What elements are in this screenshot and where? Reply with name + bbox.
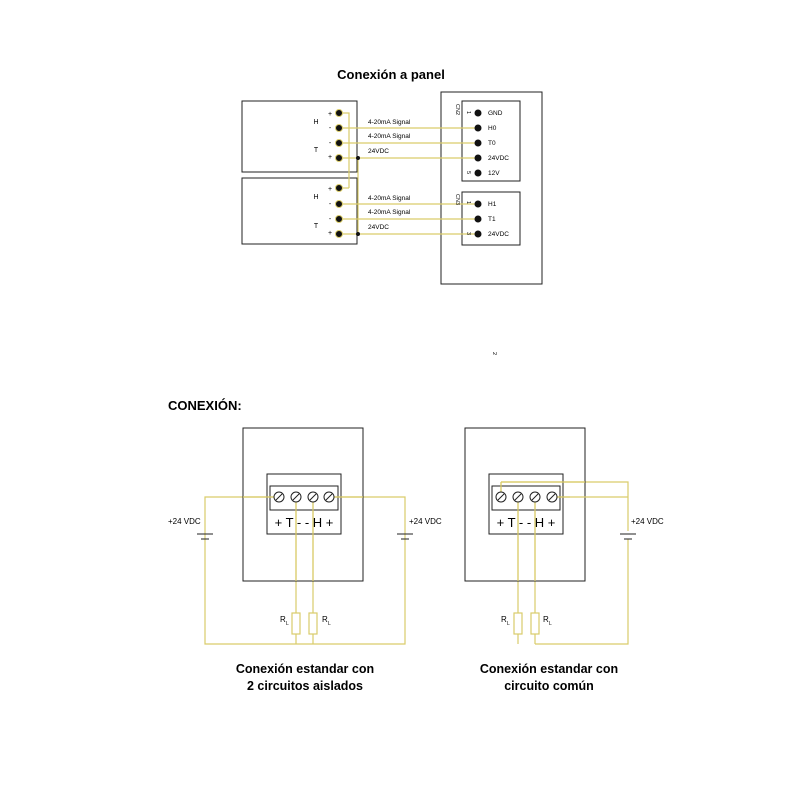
cn2-terminals [474, 109, 482, 177]
right-housing [464, 427, 586, 582]
left-housing [242, 427, 364, 582]
svg-text:-: - [329, 216, 332, 223]
connection-heading: CONEXIÓN: [168, 398, 242, 413]
left-resistor-2: R [322, 615, 328, 624]
sensor2-pin-minus-1: - [329, 201, 332, 208]
panel-title: Conexión a panel [337, 67, 445, 82]
cn2-number-1: 1 [465, 111, 471, 114]
cn2-label: CN2 [454, 104, 460, 115]
sensor2-pin-t: T [314, 223, 319, 230]
right-caption-line2: circuito común [504, 679, 594, 693]
cn3-terminals [474, 200, 482, 238]
sensor1-pin-labels: H - T + + - [313, 111, 332, 161]
junction-dot-1 [356, 156, 360, 160]
sensor1-pin-minus-1: - [329, 125, 332, 132]
left-caption-line1: Conexión estandar con [236, 662, 374, 676]
cn2-number-5: 5 [465, 171, 471, 174]
sensor-terminals [335, 109, 343, 238]
signal-label-5: 4-20mA Signal [368, 209, 411, 216]
sensor2-pin-h: H [313, 194, 318, 201]
sensor-box-1 [241, 100, 358, 173]
left-caption-line2: 2 circuitos aislados [247, 679, 363, 693]
cn2-pin-gnd: GND [488, 110, 503, 117]
sensor2-pin-labels: H - T + + - [313, 186, 332, 237]
signal-label-1: 4-20mA Signal [368, 119, 411, 126]
right-screws [495, 491, 558, 503]
signal-label-4: 4-20mA Signal [368, 195, 411, 202]
stray-mark: 2 [491, 352, 497, 355]
cn3-pin-h1: H1 [488, 201, 497, 208]
signal-label-2: 4-20mA Signal [368, 133, 411, 140]
right-terminal-block [488, 473, 564, 535]
cn3-label: CN3 [454, 194, 460, 205]
svg-text:L: L [328, 621, 331, 627]
cn2-pin-t0: T0 [488, 140, 496, 147]
cn3-pin-t1: T1 [488, 216, 496, 223]
sensor2-pin-plus: + [328, 230, 332, 237]
svg-text:-: - [329, 140, 332, 147]
sensor1-pin-t: T [314, 147, 319, 154]
cn3-pin-24vdc: 24VDC [488, 231, 509, 238]
sensor1-pin-h: H [313, 119, 318, 126]
signal-label-3: 24VDC [368, 148, 389, 155]
cn2-pin-12v: 12V [488, 170, 500, 177]
left-screws [273, 491, 335, 503]
sensor1-pin-plus: + [328, 154, 332, 161]
cn3-number-1: 1 [465, 201, 471, 204]
right-terminal-labels: + T - - H + [497, 515, 556, 530]
left-supply-label-2: +24 VDC [409, 517, 442, 526]
left-terminal-labels: + T - - H + [275, 515, 334, 530]
left-diagram: + T - - H + +24 VDC +24 VDC R L R L [168, 427, 442, 645]
cn3-number-3: 3 [465, 232, 471, 235]
cn2-block [461, 100, 521, 182]
svg-text:+: + [328, 186, 332, 193]
sensor-box-2 [241, 177, 358, 245]
left-resistor-1: R [280, 615, 286, 624]
right-supply-label: +24 VDC [631, 517, 664, 526]
right-diagram: + T - - H + +24 VDC R L R L [464, 427, 664, 645]
cn2-pin-h0: H0 [488, 125, 497, 132]
signal-label-6: 24VDC [368, 224, 389, 231]
cn2-pin-24vdc: 24VDC [488, 155, 509, 162]
junction-dot-2 [356, 232, 360, 236]
left-supply-label-1: +24 VDC [168, 517, 201, 526]
svg-text:L: L [549, 621, 552, 627]
svg-text:L: L [507, 621, 510, 627]
svg-text:+: + [328, 111, 332, 118]
left-terminal-block [266, 473, 342, 535]
svg-text:L: L [286, 621, 289, 627]
right-resistor-1: R [501, 615, 507, 624]
right-caption-line1: Conexión estandar con [480, 662, 618, 676]
right-resistor-2: R [543, 615, 549, 624]
panel-box [440, 91, 543, 285]
